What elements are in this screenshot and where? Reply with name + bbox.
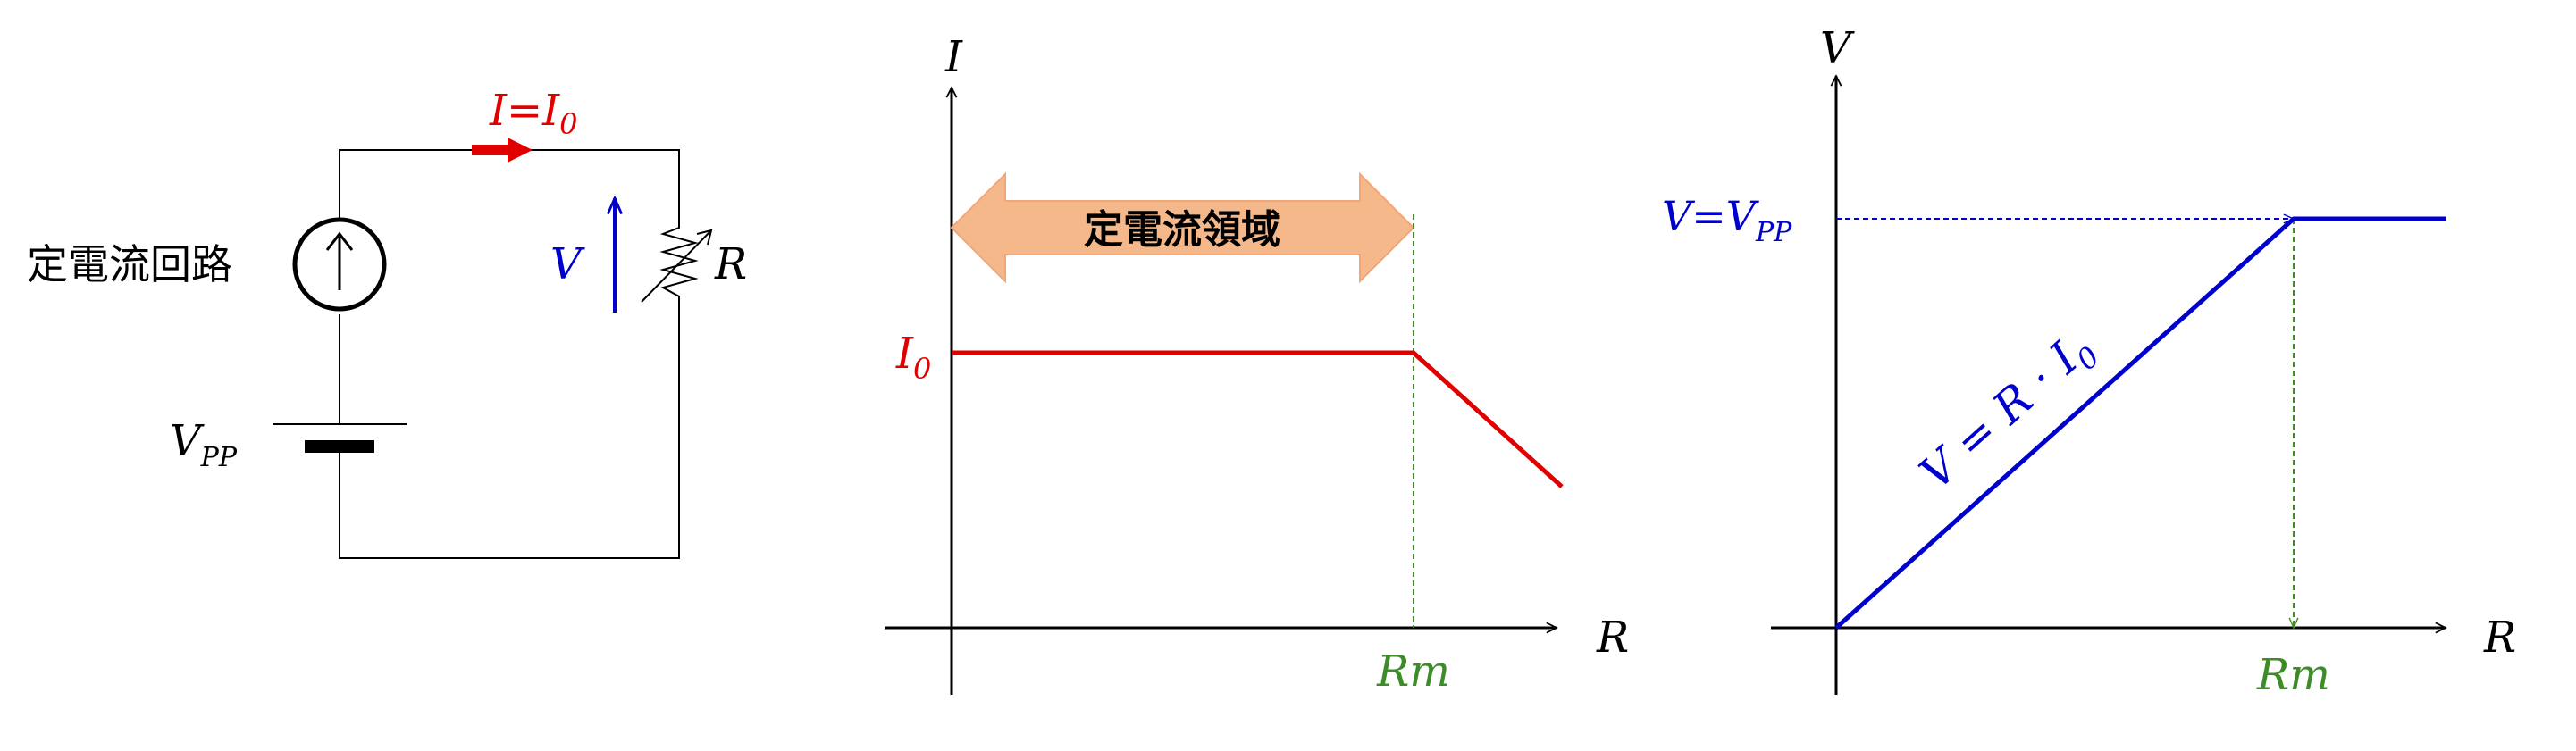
current-label-main: I=I xyxy=(489,86,560,136)
voltage-slope-main: V = R · I xyxy=(1910,332,2089,499)
current-level-label: I0 xyxy=(895,329,931,386)
supply-label-main: V xyxy=(170,416,205,466)
voltage-chart-x-label: R xyxy=(2483,613,2516,663)
current-label: I=I0 xyxy=(489,86,578,141)
resistor-label: R xyxy=(714,239,747,289)
variable-resistor-arrow xyxy=(641,229,713,303)
supply-label-sub: PP xyxy=(200,442,238,473)
voltage-chart-y-label: V xyxy=(1820,23,1855,73)
voltage-level-label: V=VPP xyxy=(1662,192,1792,248)
current-chart: 定電流領域 I R I0 Rm xyxy=(885,32,1629,697)
voltage-level-main: V=V xyxy=(1662,192,1760,240)
wire-top xyxy=(339,149,680,261)
current-label-sub: 0 xyxy=(559,107,577,141)
current-source-label: 定電流回路 xyxy=(27,240,232,288)
voltage-level-sub: PP xyxy=(1755,217,1792,248)
voltage-series-line xyxy=(1834,216,2446,630)
current-chart-rm-label: Rm xyxy=(1376,647,1450,697)
variable-resistor-zigzag xyxy=(659,219,699,308)
current-series-line xyxy=(952,350,1564,488)
voltage-chart-rm-label: Rm xyxy=(2256,650,2330,700)
constant-current-region-label: 定電流領域 xyxy=(1084,207,1280,253)
current-level-sub: 0 xyxy=(913,352,931,386)
wire-bottom xyxy=(339,308,680,559)
arrow-up-icon xyxy=(325,231,354,290)
voltage-label: V xyxy=(550,239,585,289)
current-chart-y-label: I xyxy=(944,32,963,82)
battery-short-plate xyxy=(305,440,374,453)
supply-label: VPP xyxy=(170,416,238,473)
voltage-chart: V R V=VPP V = R · I0 Rm xyxy=(1662,23,2516,700)
current-level-main: I xyxy=(895,329,914,379)
circuit-diagram: 定電流回路 I=I0 V R VPP xyxy=(27,86,747,559)
current-direction-arrow xyxy=(472,138,533,163)
current-chart-x-label: R xyxy=(1596,613,1629,663)
